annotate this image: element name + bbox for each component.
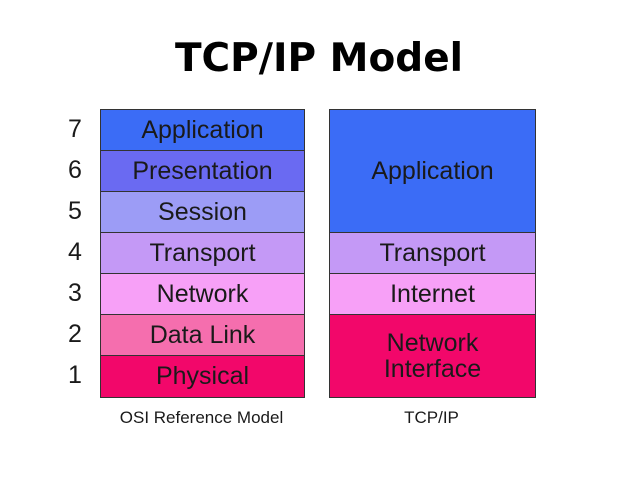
- osi-layer-data-link: Data Link: [101, 315, 304, 356]
- tcpip-layer-network-interface-line1: Network: [386, 328, 479, 357]
- tcpip-layer-application: Application: [330, 110, 535, 233]
- layer-number-5: 5: [68, 197, 82, 225]
- layer-number-4: 4: [68, 238, 82, 266]
- layer-number-2: 2: [68, 320, 82, 348]
- osi-layer-presentation: Presentation: [101, 151, 304, 192]
- osi-layer-physical: Physical: [101, 356, 304, 397]
- osi-stack: Application Presentation Session Transpo…: [100, 109, 305, 398]
- layer-number-7: 7: [68, 115, 82, 143]
- page-title: TCP/IP Model: [174, 36, 464, 81]
- osi-layer-application: Application: [101, 110, 304, 151]
- tcpip-layer-network-interface-line2: Interface: [383, 355, 482, 383]
- osi-layer-transport: Transport: [101, 233, 304, 274]
- tcpip-caption: TCP/IP: [404, 408, 459, 427]
- layer-number-1: 1: [68, 361, 82, 389]
- tcpip-layer-network-interface: Network Interface: [330, 315, 535, 397]
- layer-number-column: 7 6 5 4 3 2 1: [60, 109, 90, 396]
- tcpip-layer-transport: Transport: [330, 233, 535, 274]
- osi-layer-session: Session: [101, 192, 304, 233]
- layer-number-3: 3: [68, 279, 82, 307]
- layer-number-6: 6: [68, 156, 82, 184]
- osi-layer-network: Network: [101, 274, 304, 315]
- osi-caption: OSI Reference Model: [119, 408, 284, 427]
- tcpip-layer-internet: Internet: [330, 274, 535, 315]
- tcpip-stack: Application Transport Internet Network I…: [329, 109, 536, 398]
